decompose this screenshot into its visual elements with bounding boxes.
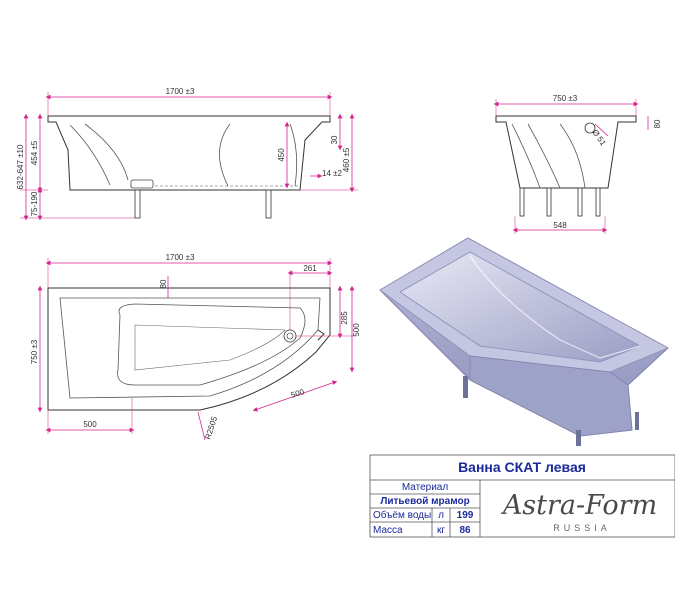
side-view: 750 ±3 80 Ø 51 548 bbox=[493, 94, 662, 234]
mass-value: 86 bbox=[459, 525, 471, 536]
top-view-basin bbox=[117, 303, 306, 386]
dim-front-rim: 30 bbox=[330, 135, 339, 144]
side-view-leg bbox=[595, 187, 601, 217]
top-view-overflow bbox=[317, 329, 325, 341]
top-view-inner-contour bbox=[59, 297, 321, 399]
render-basin-highlight bbox=[469, 255, 641, 359]
bathtub-3d-render bbox=[379, 237, 669, 446]
front-view-contour bbox=[69, 124, 111, 186]
front-view-outline bbox=[47, 115, 331, 191]
dim-top-diagonal: 500 bbox=[290, 387, 306, 400]
front-view: 1700 ±3 632-647 ±10 454 ±5 75-190 450 30… bbox=[16, 87, 358, 221]
volume-label: Объём воды bbox=[373, 509, 431, 521]
dim-front-step: 14 ±2 bbox=[322, 169, 343, 178]
volume-unit: л bbox=[438, 510, 444, 521]
front-view-contour-2 bbox=[84, 123, 129, 181]
side-view-leg bbox=[519, 187, 525, 217]
side-view-leg bbox=[546, 187, 552, 217]
side-view-leg bbox=[577, 187, 583, 217]
brand-logo: Astra-Form bbox=[500, 490, 657, 521]
front-view-leg bbox=[265, 189, 272, 219]
dim-front-total-height: 632-647 ±10 bbox=[16, 144, 25, 189]
render-leg bbox=[576, 430, 581, 446]
mass-unit: кг bbox=[437, 525, 445, 536]
dim-front-overflow: 460 ±5 bbox=[342, 147, 351, 172]
side-view-contour-3 bbox=[559, 123, 586, 189]
front-view-leg bbox=[134, 189, 141, 219]
dim-top-width: 750 ±3 bbox=[30, 339, 39, 364]
render-leg bbox=[463, 376, 468, 398]
front-view-contour-4 bbox=[289, 123, 298, 187]
dim-top-radius: R2505 bbox=[203, 415, 219, 441]
dim-front-body-height: 454 ±5 bbox=[30, 140, 39, 165]
side-view-contour-2 bbox=[527, 123, 561, 189]
dim-top-bottom-left: 500 bbox=[83, 420, 97, 429]
dim-top-drain-offset: 261 bbox=[303, 264, 317, 273]
dim-front-legs: 75-190 bbox=[30, 191, 39, 216]
side-view-contour bbox=[511, 123, 541, 189]
dim-side-width: 750 ±3 bbox=[553, 94, 578, 103]
title-block: Ванна СКАТ левая Материал Литьевой мрамо… bbox=[369, 454, 675, 538]
dim-side-rim: 80 bbox=[653, 119, 662, 128]
top-view-outline bbox=[47, 287, 331, 411]
dim-top-length: 1700 ±3 bbox=[166, 253, 195, 262]
product-title: Ванна СКАТ левая bbox=[458, 459, 586, 475]
front-view-headrest bbox=[130, 179, 154, 189]
render-basin bbox=[399, 251, 641, 363]
material-label: Материал bbox=[402, 482, 449, 493]
mass-label: Масса bbox=[373, 525, 403, 536]
side-view-outline bbox=[495, 115, 637, 189]
volume-value: 199 bbox=[457, 510, 474, 521]
brand-logo-sub: RUSSIA bbox=[553, 523, 611, 533]
dim-front-length: 1700 ±3 bbox=[166, 87, 195, 96]
top-view-drain bbox=[286, 332, 294, 340]
dim-side-feet-span: 548 bbox=[553, 221, 567, 230]
front-view-contour-3 bbox=[219, 123, 231, 187]
render-front-panel bbox=[469, 355, 633, 437]
render-leg bbox=[635, 412, 639, 430]
top-view-basin-floor bbox=[134, 324, 286, 371]
dim-top-right-width: 500 bbox=[352, 323, 361, 337]
dim-top-rim: 80 bbox=[159, 279, 168, 288]
material-value: Литьевой мрамор bbox=[380, 496, 469, 507]
top-view: 1700 ±3 261 80 750 ±3 285 500 500 500 R2… bbox=[30, 253, 361, 441]
dim-front-inner-depth: 450 bbox=[277, 148, 286, 162]
dim-top-drain-depth: 285 bbox=[340, 311, 349, 325]
side-view-drain bbox=[584, 122, 596, 134]
